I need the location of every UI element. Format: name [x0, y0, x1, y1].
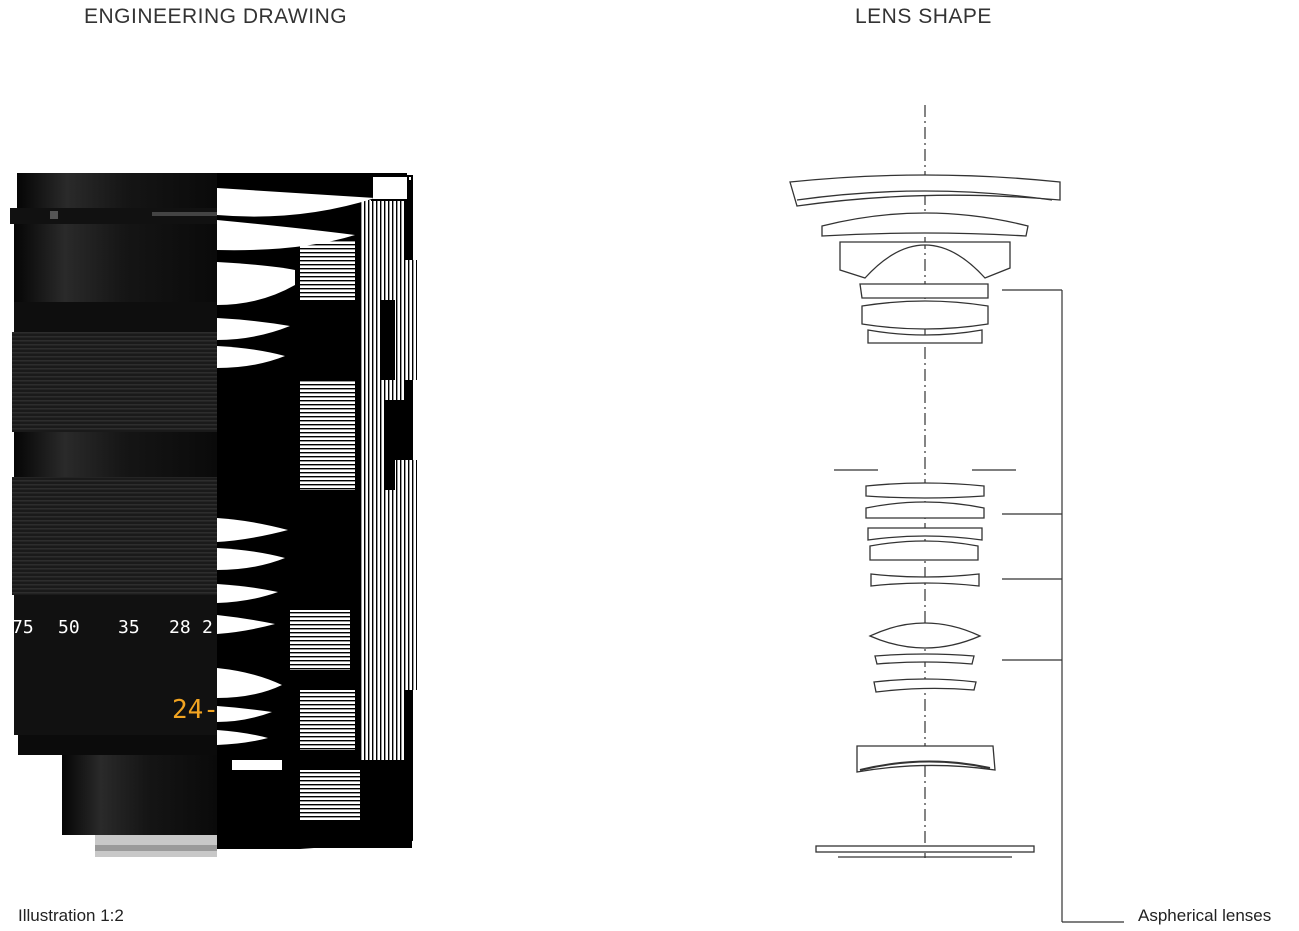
illustration-scale-caption: Illustration 1:2 — [18, 906, 124, 925]
lens-element-9 — [867, 527, 983, 541]
focus-ring-knurl — [12, 477, 217, 595]
model-text: 24- — [172, 695, 219, 725]
focal-mark-50: 50 — [58, 617, 80, 638]
lens-element-8 — [865, 501, 985, 519]
focal-mark-28: 28 — [169, 617, 191, 638]
lens-element-14 — [873, 678, 977, 693]
lens-shape-diagram — [789, 105, 1124, 923]
aspherical-lenses-label: Aspherical lenses — [1138, 906, 1272, 925]
focal-mark-35: 35 — [118, 617, 140, 638]
lens-element-6 — [867, 329, 983, 344]
focal-mark-75: 75 — [12, 617, 34, 638]
lens-photo — [10, 173, 217, 857]
focal-mark-24: 2 — [202, 617, 213, 638]
lens-element-13 — [874, 653, 975, 665]
lens-element-4 — [859, 283, 989, 299]
lens-cutaway — [217, 173, 417, 849]
sensor-cover-glass — [815, 845, 1035, 853]
engineering-drawing-title: ENGINEERING DRAWING — [84, 5, 348, 28]
lens-element-11 — [870, 573, 980, 587]
lens-shape-title: LENS SHAPE — [855, 5, 992, 28]
lens-element-5 — [861, 300, 989, 330]
lens-element-12 — [868, 622, 982, 649]
aspherical-callout — [1002, 289, 1124, 923]
lens-element-15 — [856, 745, 996, 773]
lens-element-2 — [821, 212, 1029, 237]
lens-element-10 — [869, 540, 979, 561]
lens-element-7 — [865, 482, 985, 499]
lens-element-3 — [839, 241, 1011, 279]
zoom-ring-knurl — [12, 332, 217, 432]
